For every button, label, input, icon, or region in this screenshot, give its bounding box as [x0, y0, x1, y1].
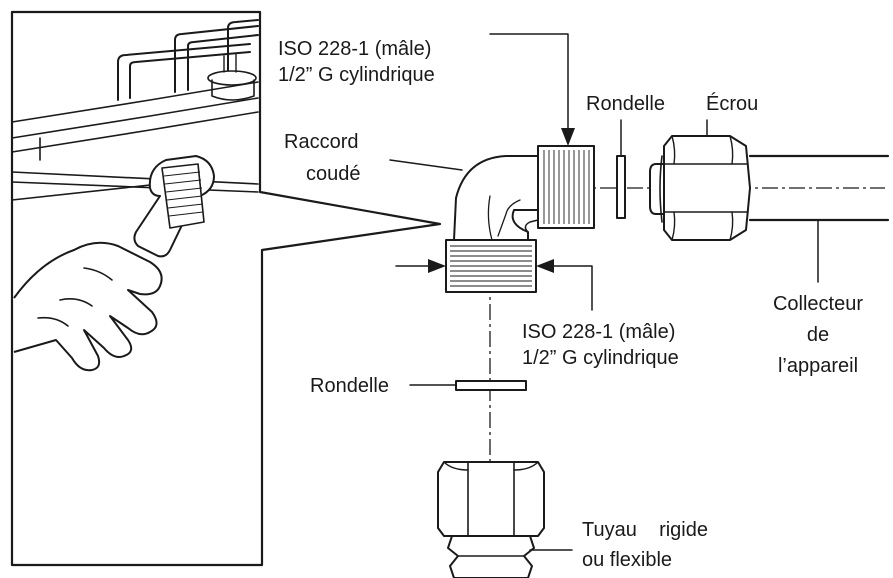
label-washer-bottom: Rondelle — [310, 375, 389, 397]
label-manifold-line1: Collecteur — [773, 293, 863, 315]
bottom-pipe-nut — [437, 461, 545, 578]
manifold-tube — [748, 154, 890, 222]
pipe-flare — [447, 535, 535, 578]
hob-burner-grid-icon — [11, 19, 259, 201]
label-thread-bottom-line2: 1/2” G cylindrique — [522, 347, 679, 369]
inset-frame — [10, 10, 442, 567]
arrow-head-right — [536, 259, 554, 273]
label-thread-top-line1: ISO 228-1 (mâle) — [278, 38, 431, 60]
label-thread-top-line2: 1/2” G cylindrique — [278, 64, 435, 86]
label-thread-bottom-line1: ISO 228-1 (mâle) — [522, 321, 675, 343]
leader-lines — [389, 33, 819, 551]
label-pipe-line2: ou flexible — [582, 549, 672, 571]
labels: ISO 228-1 (mâle) 1/2” G cylindrique Rond… — [278, 38, 863, 571]
label-nut: Écrou — [706, 92, 758, 115]
washer-bottom — [455, 380, 527, 391]
wrench-hand-icon — [13, 155, 215, 372]
label-washer-right: Rondelle — [586, 93, 665, 115]
label-elbow-line2: coudé — [306, 163, 361, 185]
inset-hob-wrench-illustration — [10, 10, 442, 567]
label-pipe-line1: Tuyau rigide — [582, 519, 708, 541]
pipe-nut-hex — [437, 461, 545, 537]
washer-right — [616, 155, 626, 219]
label-manifold-line2: de — [807, 324, 829, 346]
label-manifold-line3: l’appareil — [778, 355, 858, 377]
nut-hex — [663, 135, 751, 241]
elbow-bottom-thread — [445, 239, 537, 293]
elbow-right-thread — [537, 145, 595, 229]
manifold-nut-assembly — [649, 135, 890, 241]
arrow-head-top — [561, 128, 575, 146]
arrow-head-left — [428, 259, 446, 273]
label-elbow-line1: Raccord — [284, 131, 358, 153]
elbow-fitting — [445, 145, 595, 293]
